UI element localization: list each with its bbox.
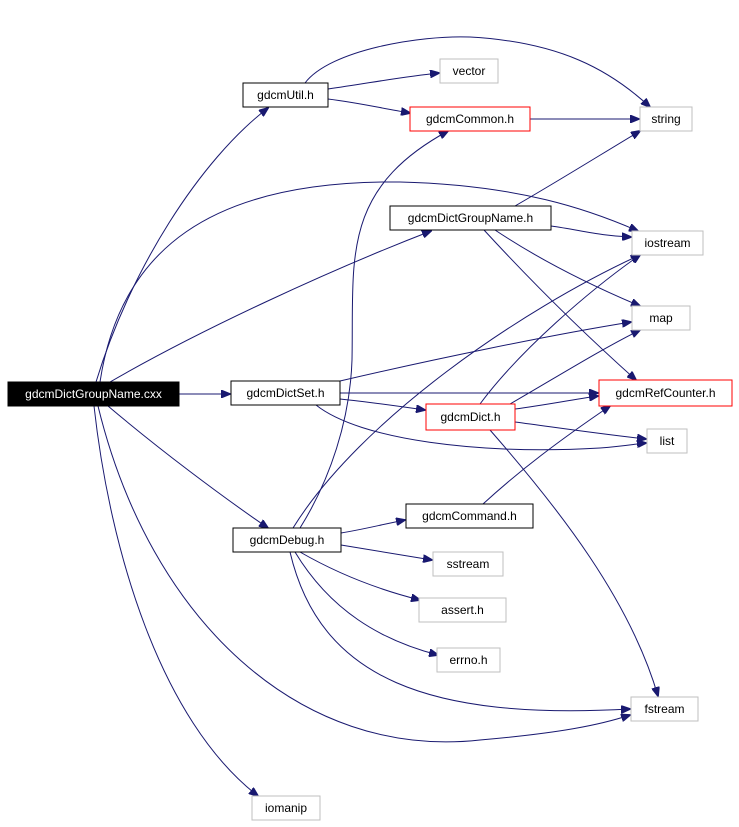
edge-debug-to-iostream [292,255,640,529]
node-box-iomanip[interactable] [251,795,321,821]
node-label-list: list [660,434,675,448]
edge-util-to-common [327,98,410,113]
node-label-dictset: gdcmDictSet.h [246,386,324,400]
edges-layer [93,36,658,796]
node-debug[interactable]: gdcmDebug.h [232,527,342,553]
node-list[interactable]: list [646,428,688,454]
node-iomanip[interactable]: iomanip [251,795,321,821]
node-label-errno: errno.h [449,653,487,667]
node-label-common: gdcmCommon.h [426,112,514,126]
edge-debug-to-common [299,131,448,529]
node-box-command[interactable] [405,503,534,529]
edge-dict-to-iostream [479,255,640,405]
node-label-iomanip: iomanip [265,801,307,815]
edge-dict-to-map [509,330,640,405]
node-label-fstream: fstream [644,702,684,716]
edge-util-to-vector [327,73,439,90]
node-assert[interactable]: assert.h [418,597,507,623]
node-label-map: map [649,311,673,325]
node-root[interactable]: gdcmDictGroupName.cxx [7,381,180,407]
node-box-map[interactable] [631,305,691,331]
node-fstream[interactable]: fstream [630,696,699,722]
node-label-dict: gdcmDict.h [440,410,500,424]
node-common[interactable]: gdcmCommon.h [409,106,531,132]
node-label-root: gdcmDictGroupName.cxx [25,387,162,401]
nodes-layer: gdcmDictGroupName.cxx gdcmUtil.h vector gdc… [7,58,733,821]
node-util[interactable]: gdcmUtil.h [242,82,329,108]
node-errno[interactable]: errno.h [436,647,501,673]
node-label-debug: gdcmDebug.h [250,533,325,547]
node-label-string: string [651,112,680,126]
node-box-fstream[interactable] [630,696,699,722]
node-box-iostream[interactable] [631,230,704,256]
edge-debug-to-fstream [289,551,630,711]
node-box-dictset[interactable] [230,380,341,406]
node-label-refcounter: gdcmRefCounter.h [615,386,715,400]
edge-debug-to-sstream [340,544,432,560]
edge-dgn-to-refcounter [483,229,636,380]
node-label-command: gdcmCommand.h [422,509,517,523]
node-box-dgn[interactable] [389,205,552,231]
edge-root-to-debug [107,405,268,528]
node-box-common[interactable] [409,106,531,132]
node-label-sstream: sstream [447,557,490,571]
node-vector[interactable]: vector [439,58,499,84]
node-dictset[interactable]: gdcmDictSet.h [230,380,341,406]
edge-dict-to-list [514,421,646,439]
edge-dgn-to-string [514,131,640,207]
edge-util-to-string [304,36,650,107]
node-map[interactable]: map [631,305,691,331]
edge-dict-to-fstream [489,429,658,696]
edge-root-to-dgn [109,231,431,383]
node-iostream[interactable]: iostream [631,230,704,256]
node-label-iostream: iostream [644,236,690,250]
edge-root-to-fstream [97,405,630,743]
node-sstream[interactable]: sstream [432,551,504,577]
edge-dgn-to-iostream [550,225,631,237]
edge-command-to-refcounter [482,406,610,505]
node-box-debug[interactable] [232,527,342,553]
node-label-dgn: gdcmDictGroupName.h [408,211,533,225]
node-dgn[interactable]: gdcmDictGroupName.h [389,205,552,231]
node-box-root[interactable] [7,381,180,407]
node-string[interactable]: string [639,106,693,132]
node-refcounter[interactable]: gdcmRefCounter.h [598,379,733,407]
node-box-refcounter[interactable] [598,379,733,407]
edge-debug-to-command [340,520,405,534]
edge-root-to-iostream [99,181,638,383]
edge-dict-to-refcounter [514,396,598,410]
edge-dictset-to-dict [339,398,425,410]
node-box-dict[interactable] [425,403,516,431]
node-box-list[interactable] [646,428,688,454]
node-box-errno[interactable] [436,647,501,673]
node-label-assert: assert.h [441,603,484,617]
node-box-sstream[interactable] [432,551,504,577]
node-command[interactable]: gdcmCommand.h [405,503,534,529]
edge-root-to-iomanip [93,405,258,796]
node-box-string[interactable] [639,106,693,132]
edge-dictset-to-list [315,404,646,451]
edge-dgn-to-map [494,229,640,306]
edge-debug-to-errno [294,551,438,655]
edge-dictset-to-map [339,322,631,382]
node-label-vector: vector [453,64,486,78]
node-dict[interactable]: gdcmDict.h [425,403,516,431]
node-box-assert[interactable] [418,597,507,623]
edge-root-to-util [95,108,268,383]
edge-debug-to-assert [299,551,420,600]
node-label-util: gdcmUtil.h [257,88,314,102]
node-box-util[interactable] [242,82,329,108]
node-box-vector[interactable] [439,58,499,84]
